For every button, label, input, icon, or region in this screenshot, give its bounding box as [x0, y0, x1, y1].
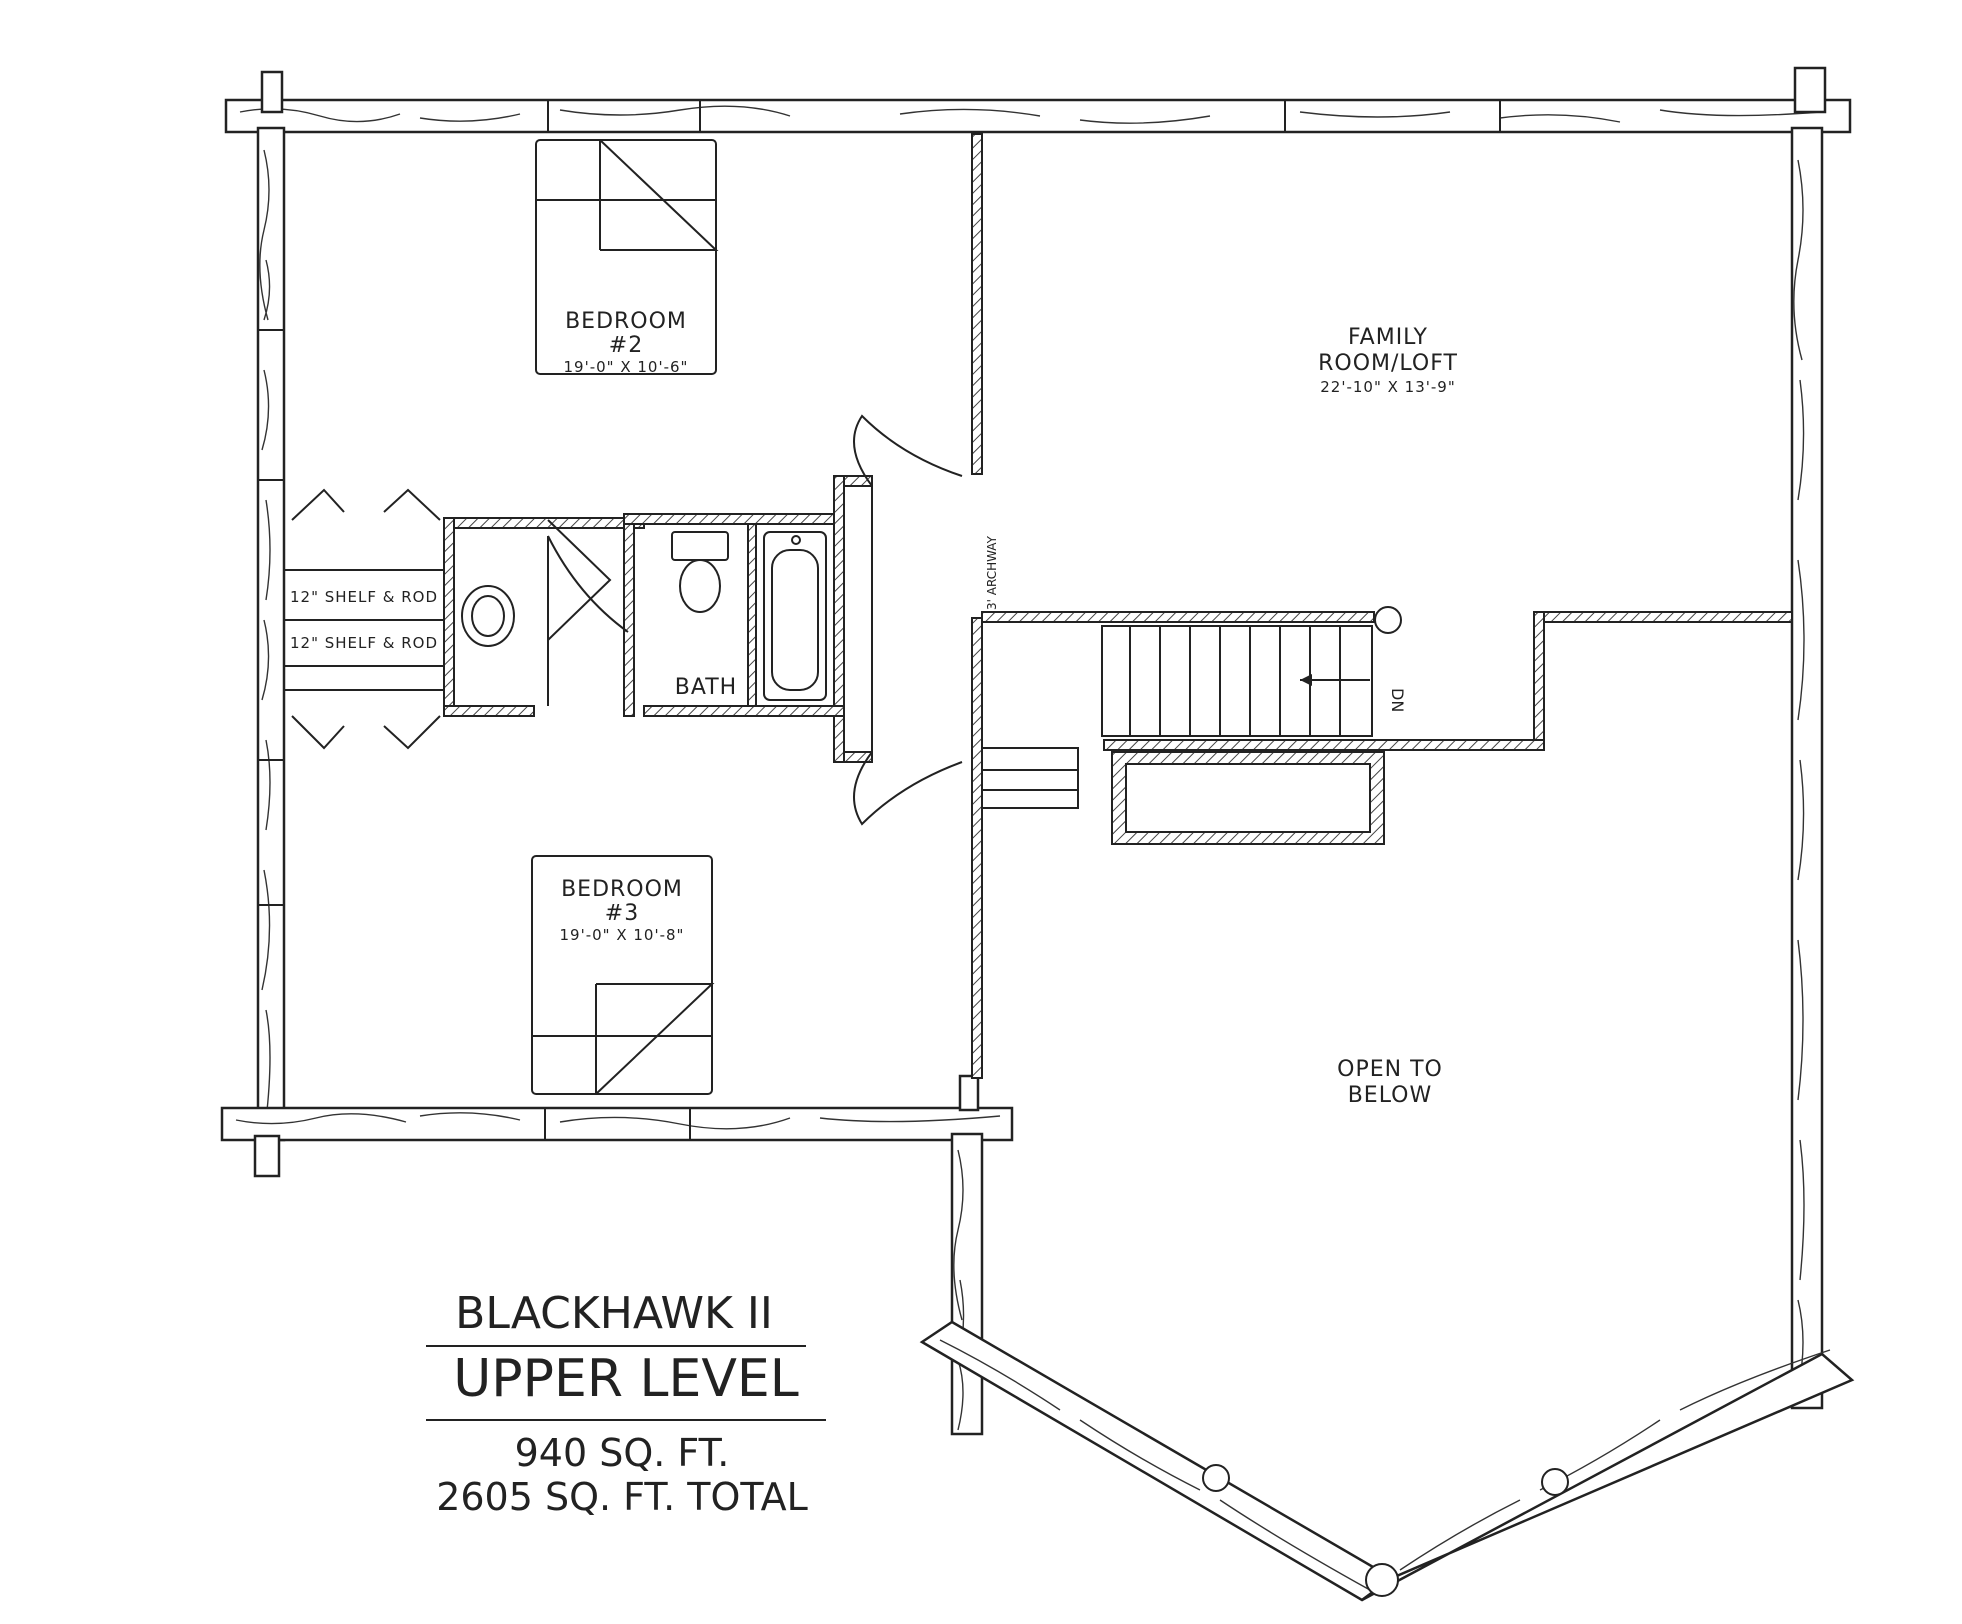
- bath-fixtures: [461, 531, 827, 706]
- exterior-log-walls: [220, 66, 1855, 1602]
- bedroom2-number: #2: [609, 333, 643, 358]
- closets: [284, 488, 444, 750]
- bed-bedroom3: [531, 855, 715, 1095]
- bedroom3-number: #3: [605, 901, 639, 926]
- bedroom3-dims: 19'-0" X 10'-8": [560, 926, 685, 944]
- interior-walls: [443, 133, 1793, 1079]
- stairs: [981, 625, 1373, 809]
- total-area: 2605 SQ. FT. TOTAL: [436, 1475, 808, 1519]
- bedroom2-name: BEDROOM: [565, 309, 687, 334]
- bedroom3-name: BEDROOM: [561, 877, 683, 902]
- closet-label-lower: 12" SHELF & ROD: [290, 634, 438, 652]
- open-to-below-line2: BELOW: [1348, 1083, 1433, 1108]
- family-room-dims: 22'-10" X 13'-9": [1320, 378, 1456, 396]
- family-room-name-line1: FAMILY: [1348, 325, 1428, 350]
- stair-down-label: DN: [1388, 688, 1407, 712]
- bath-name: BATH: [675, 675, 737, 700]
- level-name: UPPER LEVEL: [453, 1349, 799, 1409]
- doors: [547, 414, 963, 826]
- archway-label: 3' ARCHWAY: [985, 535, 999, 610]
- open-to-below-line1: OPEN TO: [1337, 1057, 1443, 1082]
- bed-bedroom2: [535, 139, 719, 375]
- model-name: BLACKHAWK II: [455, 1288, 773, 1339]
- closet-label-upper: 12" SHELF & ROD: [290, 588, 438, 606]
- family-room-name-line2: ROOM/LOFT: [1318, 351, 1458, 376]
- level-area: 940 SQ. FT.: [515, 1431, 730, 1475]
- bedroom2-dims: 19'-0" X 10'-6": [564, 358, 689, 376]
- title-block: BLACKHAWK II UPPER LEVEL 940 SQ. FT. 260…: [426, 1288, 826, 1519]
